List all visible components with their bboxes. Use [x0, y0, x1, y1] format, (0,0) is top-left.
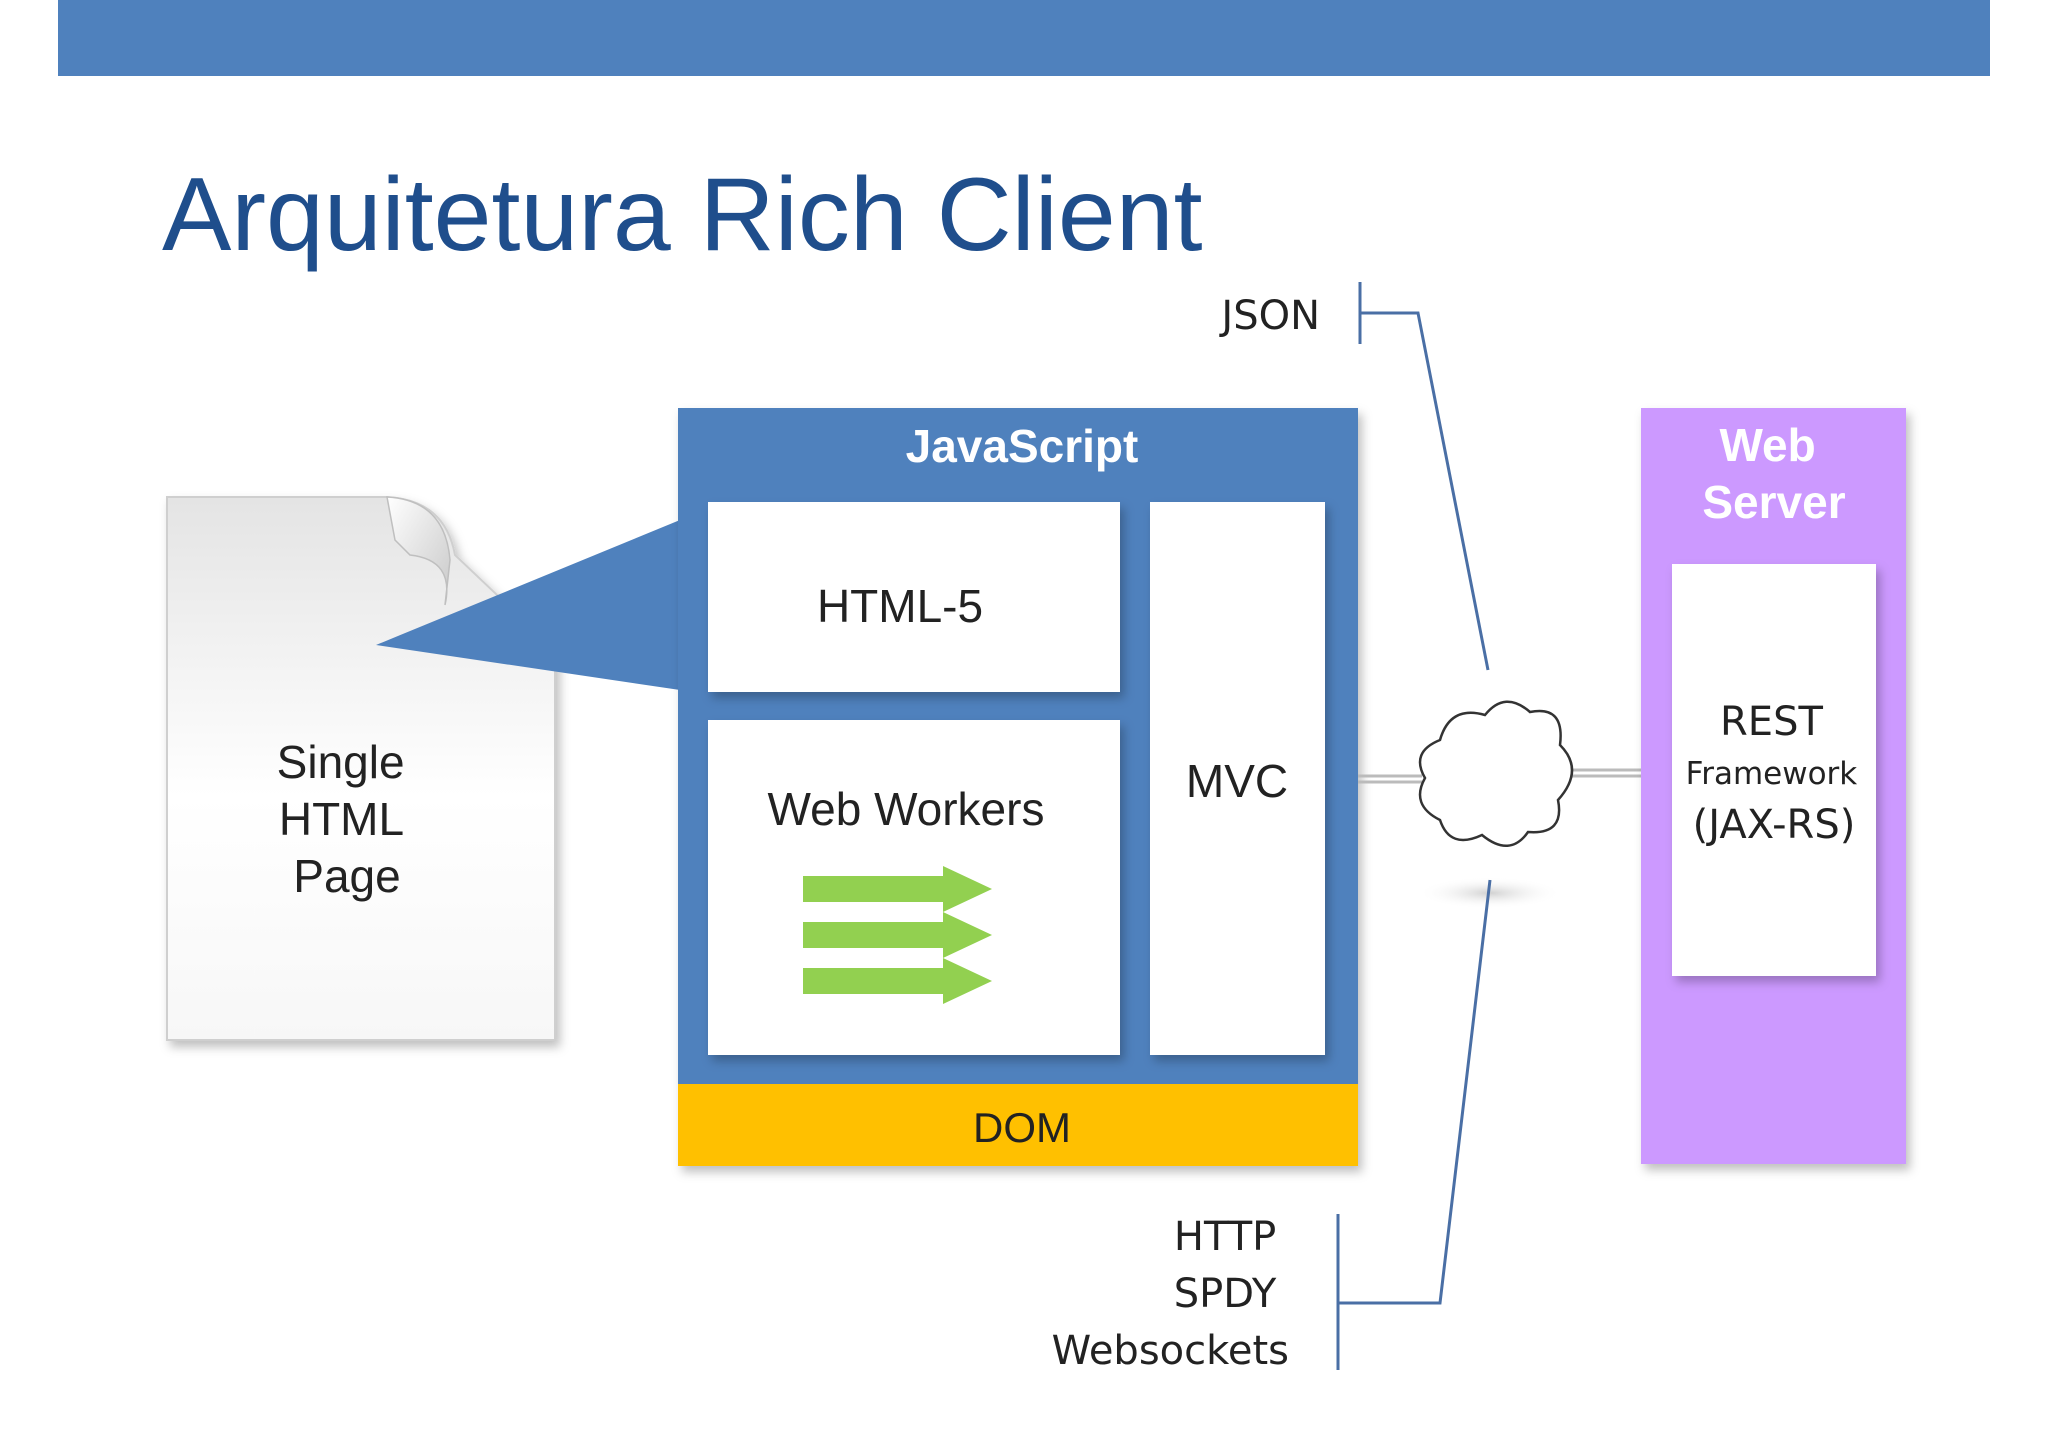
- rest-label: Framework: [1686, 756, 1858, 792]
- svg-text:HTTP SPDY Websockets: HTTP SPDY Websockets: [1052, 1214, 1289, 1374]
- web-workers-label: Web Workers: [768, 783, 1045, 835]
- dom-bar: [678, 1084, 1358, 1166]
- json-bracket: [1358, 282, 1490, 671]
- rest-label: REST: [1720, 699, 1823, 745]
- top-accent-bar: [58, 0, 1990, 76]
- rest-framework-box: [1672, 564, 1876, 976]
- mvc-label: MVC: [1186, 755, 1288, 807]
- transport-label: Websockets: [1052, 1328, 1289, 1374]
- web-server-title: Web: [1719, 419, 1815, 471]
- page-label-line: Single: [277, 736, 405, 788]
- svg-text:Single HTML Page: Single HTML Page: [277, 736, 418, 902]
- javascript-container: JavaScript HTML-5 Web Workers MVC DOM: [678, 408, 1358, 1166]
- transport-label: SPDY: [1174, 1271, 1277, 1317]
- page-curl-icon: [386, 496, 451, 606]
- transport-label: HTTP: [1174, 1214, 1276, 1260]
- svg-text:Web Server: Web Server: [1702, 419, 1845, 528]
- mvc-box: [1150, 502, 1325, 1055]
- json-label: JSON: [1218, 293, 1320, 339]
- rest-label: (JAX-RS): [1693, 802, 1856, 848]
- html-page-document: Single HTML Page: [166, 496, 556, 1041]
- parallel-arrows-icon: [803, 866, 992, 1004]
- html5-label: HTML-5: [817, 580, 983, 632]
- web-server-title: Server: [1702, 476, 1845, 528]
- transport-bracket: [1336, 879, 1492, 1370]
- web-server-container: Web Server REST Framework (JAX-RS): [1641, 408, 1906, 1164]
- html5-box: [708, 502, 1120, 692]
- cloud-shadow: [1418, 877, 1562, 909]
- page-label-line: HTML: [279, 793, 404, 845]
- cloud-icon: [1418, 700, 1574, 847]
- svg-text:REST Framework (JA: REST Framework (JAX-RS): [1686, 699, 1863, 848]
- page-label-line: Page: [293, 850, 400, 902]
- callout-pointer: [376, 520, 680, 690]
- dom-label: DOM: [973, 1104, 1071, 1151]
- javascript-title: JavaScript: [906, 420, 1139, 472]
- slide-title: Arquitetura Rich Client: [162, 157, 1203, 273]
